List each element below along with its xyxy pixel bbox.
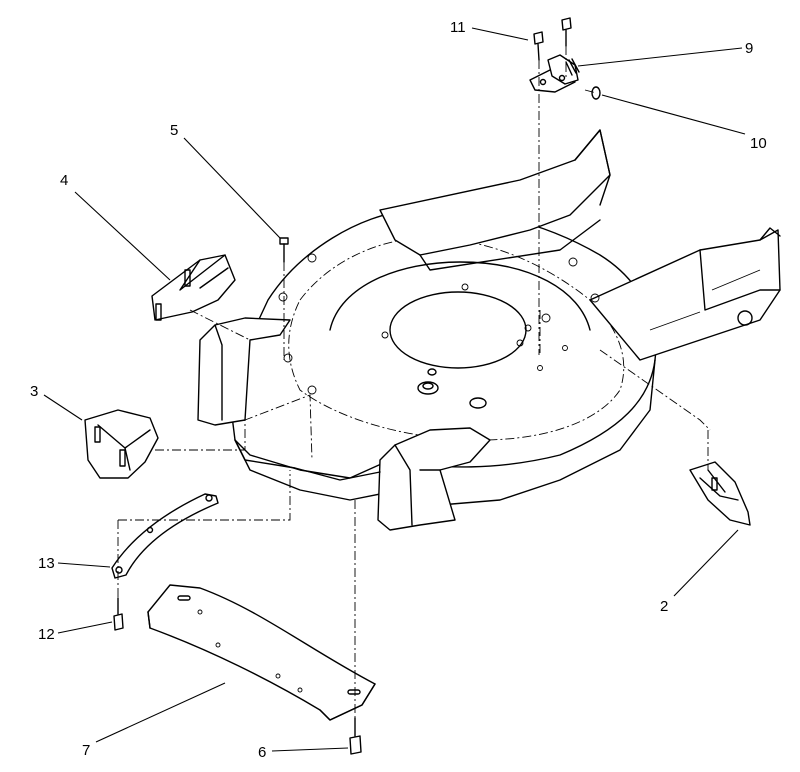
- part-6-bolt: [349, 717, 362, 755]
- callout-labels: 11 9 10 5 4 3 13 12 7 6 2: [30, 19, 767, 761]
- part-9-washout-fitting: [529, 54, 580, 93]
- callout-3: 3: [30, 383, 38, 400]
- callout-11: 11: [450, 19, 466, 36]
- part-2-baffle: [689, 461, 751, 526]
- callout-9: 9: [745, 40, 753, 57]
- part-7-bar: [147, 584, 376, 721]
- part-11-screws: [533, 17, 572, 61]
- part-13-strip: [111, 493, 219, 579]
- callout-7: 7: [82, 742, 90, 759]
- callout-2: 2: [660, 598, 668, 615]
- callout-12: 12: [38, 626, 55, 643]
- callout-13: 13: [38, 555, 55, 572]
- deck-housing: [197, 129, 781, 531]
- part-4-baffle: [151, 254, 236, 321]
- callout-5: 5: [170, 122, 178, 139]
- part-12-bolt: [113, 597, 124, 631]
- leader-lines: [43, 27, 746, 752]
- callout-10: 10: [750, 135, 767, 152]
- assembly-lines: [117, 46, 711, 718]
- callout-6: 6: [258, 744, 266, 761]
- part-3-baffle: [84, 409, 159, 479]
- callout-4: 4: [60, 172, 68, 189]
- part-10-o-ring: [591, 86, 601, 100]
- part-5-screw: [279, 237, 289, 263]
